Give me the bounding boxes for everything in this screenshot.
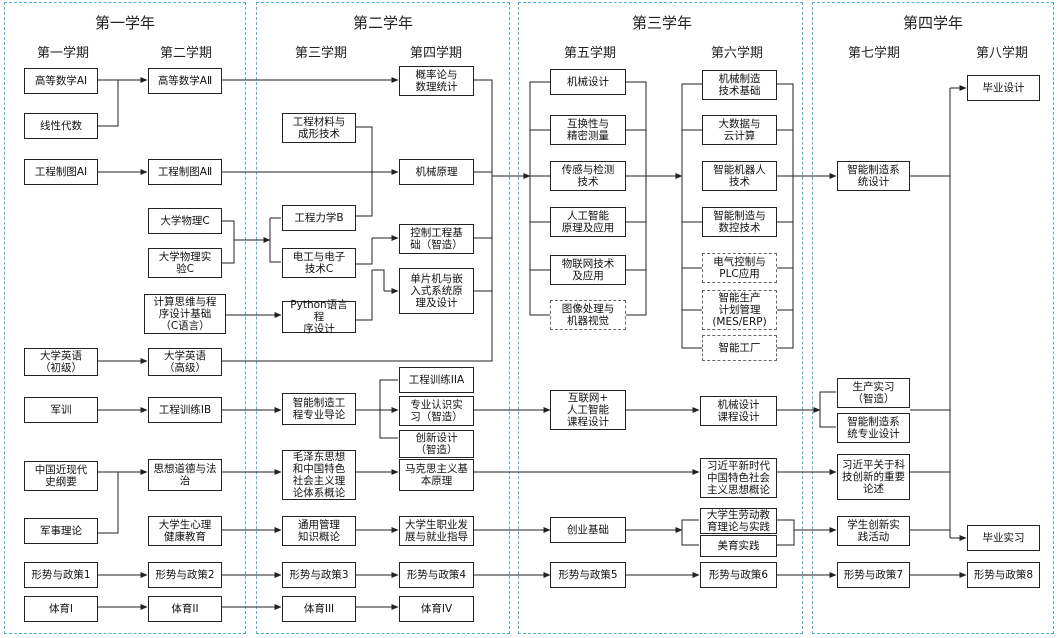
course-box: 高等数学AⅡ bbox=[148, 68, 222, 94]
course-box: 物联网技术 及应用 bbox=[550, 255, 626, 285]
course-box: 形势与政策7 bbox=[837, 562, 910, 588]
course-box: 智能生产 计划管理 (MES/ERP) bbox=[702, 290, 777, 330]
course-box: 形势与政策1 bbox=[24, 562, 98, 588]
semester-1: 第一学期 bbox=[36, 46, 89, 61]
course-box: 线性代数 bbox=[24, 113, 98, 139]
course-box: 机械原理 bbox=[399, 159, 474, 185]
semester-4: 第四学期 bbox=[409, 46, 462, 61]
course-box: 习近平新时代 中国特色社会 主义思想概论 bbox=[700, 458, 777, 498]
course-box: 智能制造系 统设计 bbox=[837, 161, 910, 191]
course-box: 智能制造与 数控技术 bbox=[702, 207, 777, 237]
course-box: 智能机器人 技术 bbox=[702, 161, 777, 191]
course-box: 电气控制与 PLC应用 bbox=[702, 253, 777, 283]
course-box: 马克思主义基 本原理 bbox=[399, 459, 474, 491]
semester-2: 第二学期 bbox=[159, 46, 212, 61]
course-box: 体育II bbox=[148, 596, 222, 622]
course-box: 军事理论 bbox=[24, 518, 98, 544]
year-title-2: 第二学年 bbox=[352, 14, 413, 32]
course-box: 毕业设计 bbox=[967, 75, 1040, 101]
course-box: 中国近现代 史纲要 bbox=[24, 461, 98, 491]
course-box: 高等数学AI bbox=[24, 68, 98, 94]
course-box: 通用管理 知识概论 bbox=[282, 516, 356, 546]
course-box: 机械制造 技术基础 bbox=[702, 70, 777, 100]
year-4-frame bbox=[812, 2, 1054, 634]
course-box: 习近平关于科 技创新的重要 论述 bbox=[837, 454, 910, 500]
course-box: 体育IV bbox=[399, 596, 474, 622]
course-box: 控制工程基 础（智造） bbox=[399, 224, 474, 254]
course-box: 形势与政策2 bbox=[148, 562, 222, 588]
course-box: 大学物理C bbox=[148, 208, 222, 234]
course-box: 大数据与 云计算 bbox=[702, 115, 777, 145]
course-box: 大学生职业发 展与就业指导 bbox=[399, 516, 474, 546]
semester-6: 第六学期 bbox=[710, 46, 763, 61]
course-box: 毕业实习 bbox=[967, 525, 1040, 551]
course-box: 体育III bbox=[282, 596, 356, 622]
semester-8: 第八学期 bbox=[975, 46, 1028, 61]
course-box: 工程制图AⅡ bbox=[148, 159, 222, 185]
course-box: 形势与政策5 bbox=[550, 562, 626, 588]
semester-3: 第三学期 bbox=[294, 46, 347, 61]
semester-5: 第五学期 bbox=[563, 46, 616, 61]
course-box: 军训 bbox=[24, 397, 98, 423]
course-box: 形势与政策8 bbox=[967, 562, 1040, 588]
course-box: 工程力学B bbox=[282, 205, 356, 231]
course-box: 毛泽东思想 和中国特色 社会主义理 论体系概论 bbox=[282, 450, 356, 500]
course-box: 体育I bbox=[24, 596, 98, 622]
course-box: 大学英语 （初级） bbox=[24, 348, 98, 376]
course-box: 机械设计 课程设计 bbox=[700, 396, 777, 426]
course-box: 大学生心理 健康教育 bbox=[148, 516, 222, 546]
course-box: 工程制图AI bbox=[24, 159, 98, 185]
year-title-4: 第四学年 bbox=[902, 14, 963, 32]
course-box: 形势与政策6 bbox=[700, 562, 777, 588]
course-box: 传感与检测 技术 bbox=[550, 161, 626, 191]
course-box: 形势与政策4 bbox=[399, 562, 474, 588]
course-box: 工程材料与 成形技术 bbox=[282, 113, 356, 143]
course-box: Python语言程 序设计 bbox=[282, 299, 356, 335]
course-box: 图像处理与 机器视觉 bbox=[550, 300, 626, 330]
year-title-3: 第三学年 bbox=[631, 14, 692, 32]
course-box: 创新设计 （智造） bbox=[399, 430, 474, 458]
year-2-frame bbox=[256, 2, 510, 634]
course-box: 电工与电子 技术C bbox=[282, 248, 356, 278]
course-box: 互换性与 精密测量 bbox=[550, 115, 626, 145]
year-title-1: 第一学年 bbox=[94, 14, 155, 32]
course-box: 创业基础 bbox=[550, 517, 626, 543]
course-box: 专业认识实 习（智造） bbox=[399, 396, 474, 426]
course-box: 大学英语 （高级） bbox=[148, 348, 222, 376]
course-box: 生产实习 （智造） bbox=[837, 378, 910, 408]
course-box: 学生创新实 践活动 bbox=[837, 516, 910, 546]
course-box: 思想道德与法 治 bbox=[148, 459, 222, 491]
course-box: 互联网+ 人工智能 课程设计 bbox=[550, 390, 626, 430]
course-box: 大学物理实 验C bbox=[148, 248, 222, 278]
course-box: 工程训练IB bbox=[148, 397, 222, 423]
course-box: 智能制造工 程专业导论 bbox=[282, 393, 356, 425]
course-box: 机械设计 bbox=[550, 69, 626, 95]
course-box: 人工智能 原理及应用 bbox=[550, 207, 626, 237]
course-box: 智能制造系 统专业设计 bbox=[837, 413, 910, 443]
course-box: 智能工厂 bbox=[702, 335, 777, 361]
course-box: 形势与政策3 bbox=[282, 562, 356, 588]
course-box: 概率论与 数理统计 bbox=[399, 66, 474, 96]
semester-7: 第七学期 bbox=[847, 46, 900, 61]
course-box: 计算思维与程 序设计基础 （C语言） bbox=[144, 294, 226, 334]
year-1-frame bbox=[4, 2, 246, 634]
course-box: 美育实践 bbox=[700, 535, 777, 557]
course-box: 大学生劳动教 育理论与实践 bbox=[700, 508, 777, 534]
course-box: 单片机与嵌 入式系统原 理及设计 bbox=[399, 268, 474, 314]
course-box: 工程训练IIA bbox=[399, 367, 474, 393]
year-3-frame bbox=[518, 2, 803, 634]
